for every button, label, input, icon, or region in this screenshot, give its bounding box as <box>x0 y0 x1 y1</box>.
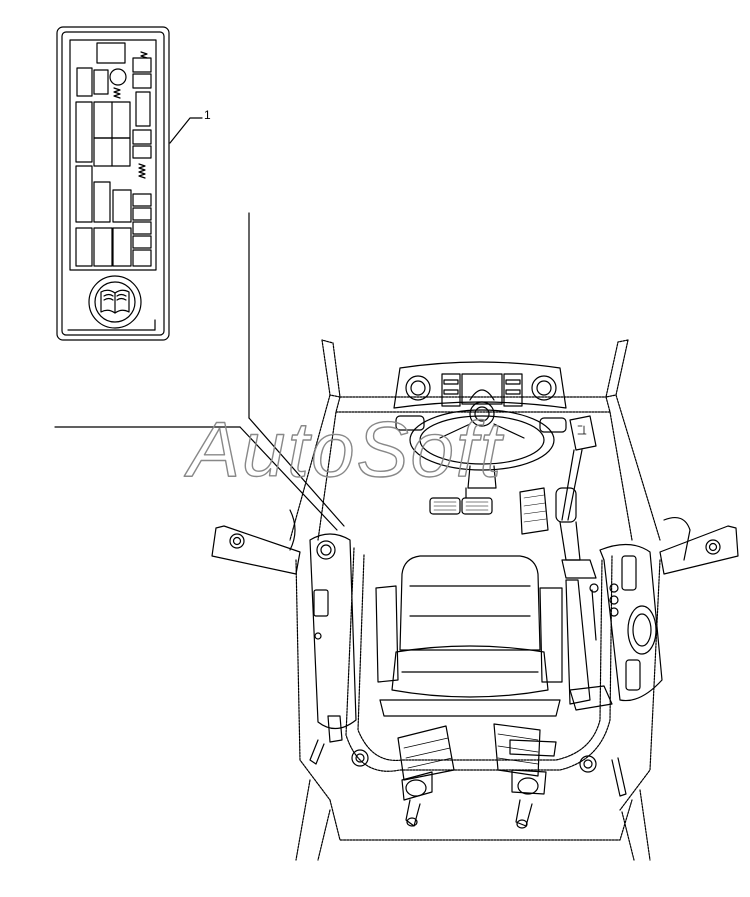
watermark: AutoSoft <box>184 405 505 493</box>
cab-frame <box>289 339 661 861</box>
callout-1: 1 <box>169 108 211 144</box>
gear-shift <box>555 415 597 579</box>
steering-wheel <box>395 401 567 489</box>
dashboard <box>393 361 567 409</box>
misc-fittings <box>309 739 627 797</box>
book-icon <box>100 289 130 314</box>
operator-seat <box>375 555 563 717</box>
pedals <box>429 487 549 535</box>
left-joystick <box>397 725 455 827</box>
left-console <box>309 533 357 743</box>
callout-1-label: 1 <box>204 108 211 122</box>
right-joystick <box>493 723 557 829</box>
side-mirrors <box>211 509 739 575</box>
right-console <box>565 543 663 711</box>
leader-lines <box>54 212 345 531</box>
fuse-relay-panel <box>56 26 170 341</box>
